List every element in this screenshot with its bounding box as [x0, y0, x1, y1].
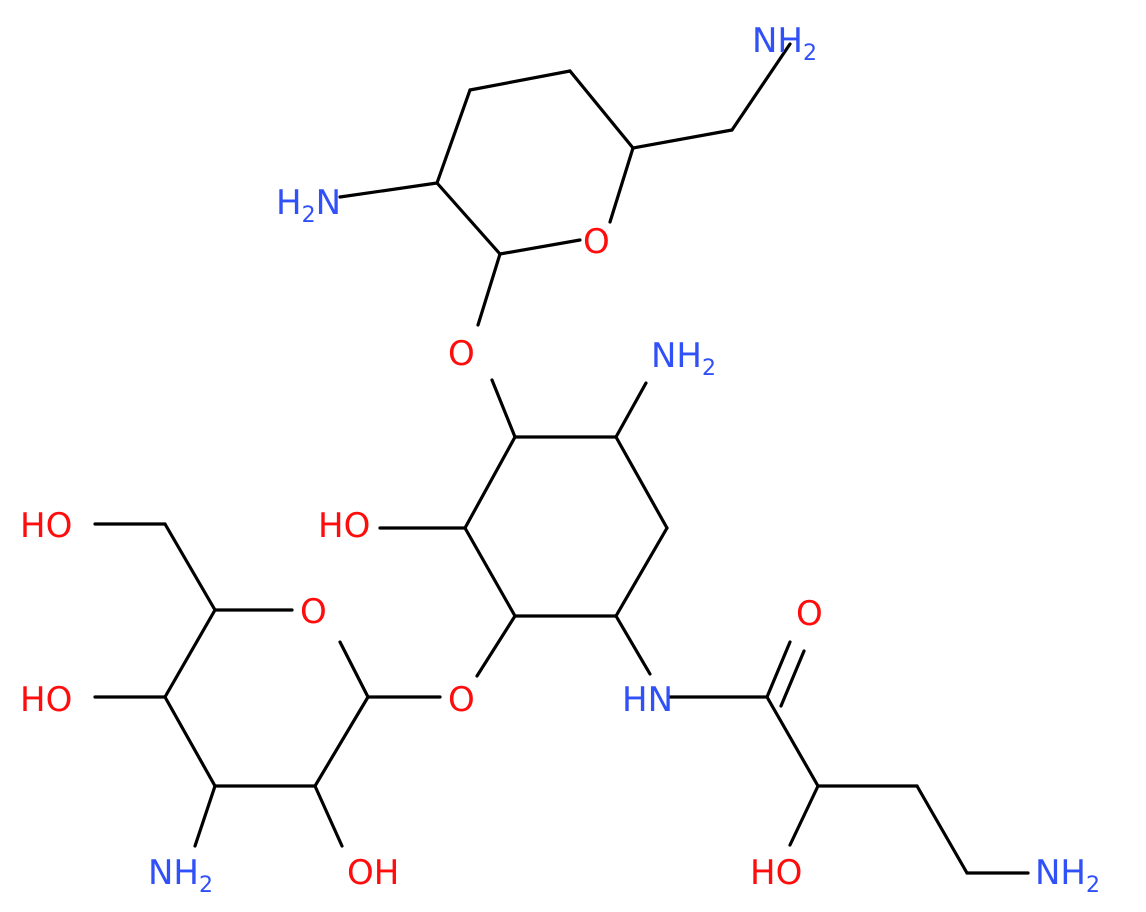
bond-line — [614, 614, 652, 676]
bond-line — [313, 695, 370, 788]
bond-line — [163, 608, 217, 699]
bond-line — [765, 695, 820, 788]
bond-line — [608, 146, 635, 224]
bond-line — [163, 695, 217, 788]
atom-label-nh2-top-left: H2N — [276, 183, 341, 228]
bond-line — [435, 88, 472, 185]
bond-line — [463, 435, 517, 530]
atom-label-glycosidic-oxygen-upper: O — [448, 334, 475, 374]
bond-line — [765, 640, 792, 699]
bond-line — [468, 69, 572, 92]
bond-line — [435, 181, 502, 256]
bond-line — [779, 649, 806, 708]
atom-label-nh2-bottom-right: NH2 — [1035, 853, 1100, 898]
bond-line — [475, 614, 517, 678]
atom-label-layer: NH2 H2N O O NH2 HO HO O O HO O HN NH2 OH… — [20, 21, 1100, 898]
atom-label-nh2-top-right: NH2 — [752, 21, 817, 66]
bond-line — [730, 42, 792, 132]
bond-line — [614, 435, 669, 530]
bond-line — [193, 784, 217, 848]
atom-label-nh2-middle: NH2 — [651, 336, 716, 381]
bond-line — [568, 69, 635, 150]
bond-line — [915, 784, 969, 875]
bond-line — [498, 238, 582, 256]
bond-line — [614, 381, 648, 439]
atom-label-glycosidic-oxygen-lower: O — [448, 680, 475, 720]
bond-line — [463, 526, 517, 618]
atom-label-hydroxyl-far-left: HO — [20, 506, 72, 546]
bond-line — [163, 522, 217, 612]
atom-label-hydroxyl-bottom-right: HO — [750, 853, 802, 893]
bond-line — [490, 378, 517, 439]
atom-label-amide-nh: HN — [622, 680, 673, 720]
bond-line — [614, 526, 669, 618]
bond-line — [338, 640, 370, 699]
atom-label-ring-oxygen-lower: O — [300, 592, 327, 632]
bond-layer — [93, 42, 1030, 875]
bond-line — [313, 784, 344, 848]
atom-label-hydroxyl-bottom: OH — [347, 853, 399, 893]
atom-label-hydroxyl-lower-left: HO — [20, 680, 72, 720]
bond-line — [631, 128, 734, 150]
bond-line — [476, 252, 502, 327]
atom-label-hydroxyl-middle: HO — [318, 506, 370, 546]
atom-label-ring-oxygen-upper: O — [583, 222, 610, 262]
atom-label-carbonyl-oxygen: O — [796, 594, 823, 634]
bond-line — [338, 181, 439, 199]
atom-label-nh2-bottom-left: NH2 — [148, 853, 213, 898]
bond-line — [788, 784, 820, 847]
